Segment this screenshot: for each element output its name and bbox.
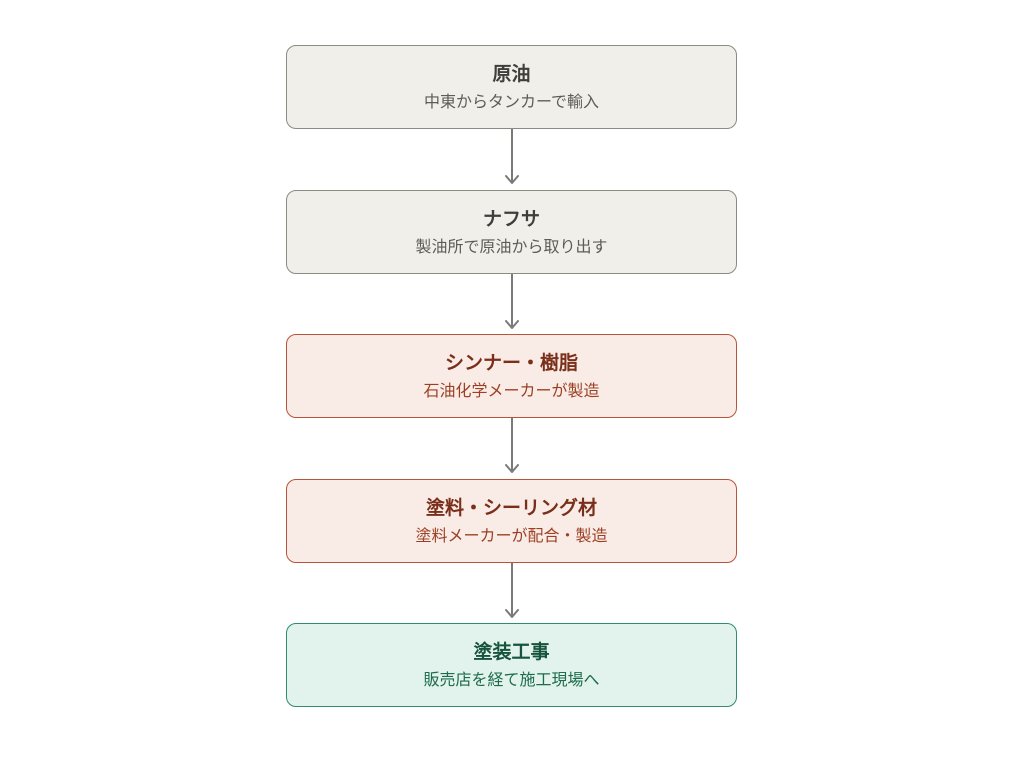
down-arrow-icon [505, 129, 519, 184]
step-title: 塗装工事 [473, 641, 550, 663]
step-thinner-resin: シンナー・樹脂 石油化学メーカーが製造 [286, 334, 737, 418]
step-crude-oil: 原油 中東からタンカーで輸入 [286, 45, 737, 129]
step-paint-sealant: 塗料・シーリング材 塗料メーカーが配合・製造 [286, 479, 737, 563]
step-subtitle: 製油所で原油から取り出す [415, 237, 608, 256]
step-title: 原油 [492, 63, 531, 85]
down-arrow-icon [505, 274, 519, 329]
step-subtitle: 石油化学メーカーが製造 [423, 381, 600, 400]
step-title: 塗料・シーリング材 [425, 497, 597, 519]
step-naphtha: ナフサ 製油所で原油から取り出す [286, 190, 737, 274]
step-subtitle: 塗料メーカーが配合・製造 [415, 526, 608, 545]
down-arrow-icon [505, 563, 519, 618]
step-subtitle: 販売店を経て施工現場へ [423, 670, 600, 689]
step-subtitle: 中東からタンカーで輸入 [423, 92, 600, 111]
step-title: シンナー・樹脂 [444, 352, 578, 374]
step-title: ナフサ [482, 208, 540, 230]
down-arrow-icon [505, 418, 519, 473]
step-painting-work: 塗装工事 販売店を経て施工現場へ [286, 623, 737, 707]
